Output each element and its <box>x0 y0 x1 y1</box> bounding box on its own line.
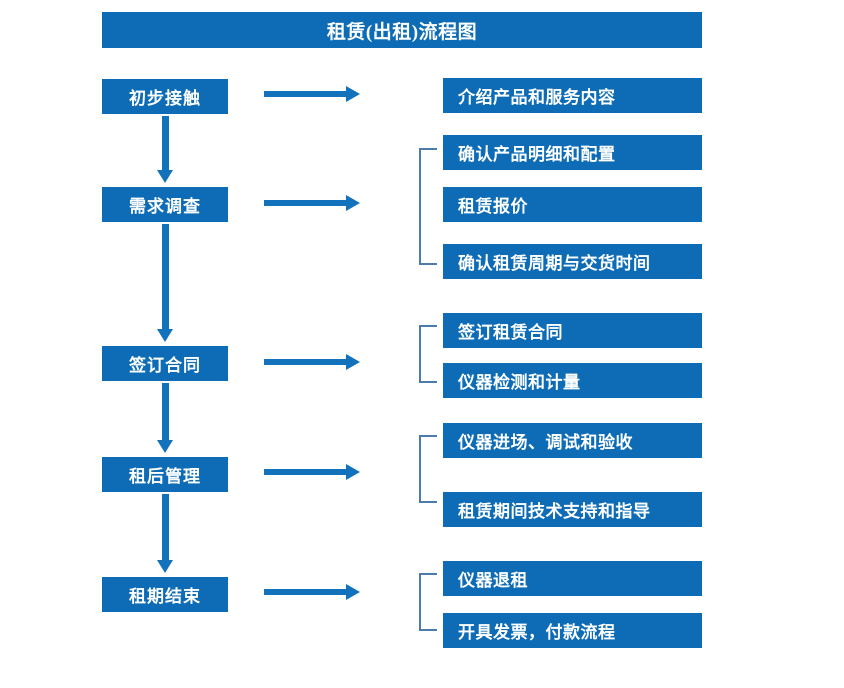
arrow-head <box>346 86 360 102</box>
detail-box-9[interactable]: 仪器退租 <box>443 561 702 596</box>
arrow-shaft <box>162 116 169 170</box>
arrow-shaft <box>264 469 348 475</box>
stage-box-4[interactable]: 租后管理 <box>102 457 228 492</box>
detail-box-4[interactable]: 确认租赁周期与交货时间 <box>443 244 702 279</box>
arrow-down-icon-4 <box>157 494 173 573</box>
group-bracket-3 <box>419 325 437 383</box>
stage-box-1[interactable]: 初步接触 <box>102 79 228 114</box>
arrow-down-icon-3 <box>157 383 173 453</box>
arrow-head <box>157 329 173 342</box>
arrow-head <box>346 195 360 211</box>
arrow-shaft <box>264 200 348 206</box>
detail-box-8[interactable]: 租赁期间技术支持和指导 <box>443 492 702 527</box>
arrow-head <box>346 354 360 370</box>
stage-box-5[interactable]: 租期结束 <box>102 577 228 612</box>
arrow-right-icon-3 <box>264 354 360 370</box>
arrow-head <box>346 464 360 480</box>
arrow-right-icon-2 <box>264 195 360 211</box>
detail-box-6[interactable]: 仪器检测和计量 <box>443 363 702 398</box>
arrow-head <box>157 560 173 573</box>
group-bracket-4 <box>419 435 437 503</box>
page-title: 租赁(出租)流程图 <box>102 12 702 48</box>
group-bracket-5 <box>419 573 437 631</box>
arrow-head <box>346 584 360 600</box>
arrow-right-icon-1 <box>264 86 360 102</box>
arrow-right-icon-4 <box>264 464 360 480</box>
arrow-down-icon-2 <box>157 224 173 342</box>
arrow-shaft <box>162 494 169 560</box>
group-bracket-2 <box>419 148 437 265</box>
arrow-head <box>157 170 173 183</box>
arrow-shaft <box>264 359 348 365</box>
arrow-down-icon-1 <box>157 116 173 183</box>
detail-box-1[interactable]: 介绍产品和服务内容 <box>443 78 702 113</box>
arrow-head <box>157 440 173 453</box>
stage-box-3[interactable]: 签订合同 <box>102 346 228 381</box>
arrow-shaft <box>264 589 348 595</box>
arrow-shaft <box>162 224 169 329</box>
detail-box-5[interactable]: 签订租赁合同 <box>443 313 702 348</box>
detail-box-10[interactable]: 开具发票，付款流程 <box>443 613 702 648</box>
detail-box-3[interactable]: 租赁报价 <box>443 187 702 222</box>
arrow-right-icon-5 <box>264 584 360 600</box>
arrow-shaft <box>162 383 169 440</box>
stage-box-2[interactable]: 需求调查 <box>102 187 228 222</box>
detail-box-2[interactable]: 确认产品明细和配置 <box>443 135 702 170</box>
arrow-shaft <box>264 91 348 97</box>
detail-box-7[interactable]: 仪器进场、调试和验收 <box>443 423 702 458</box>
